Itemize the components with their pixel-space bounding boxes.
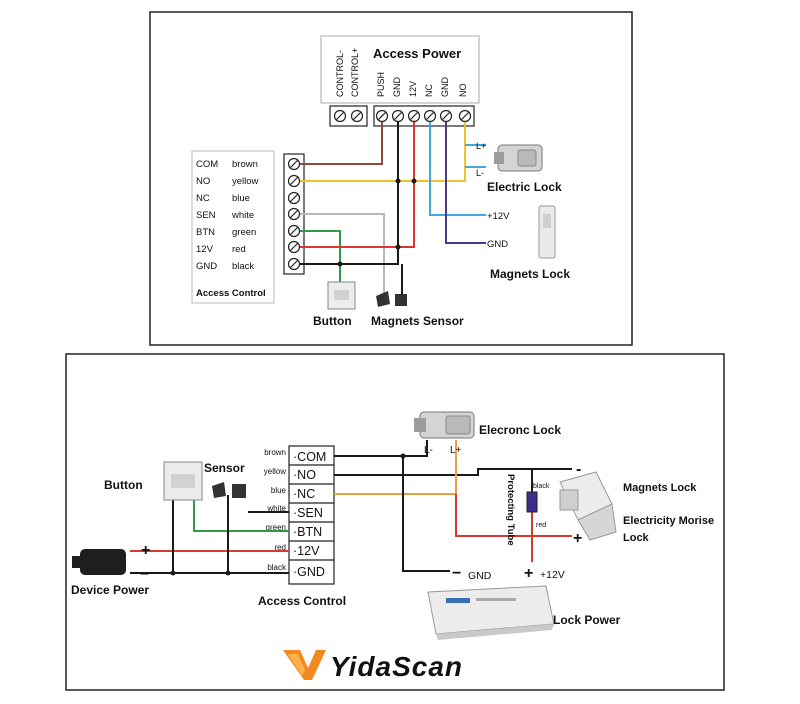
ac-row-color: black — [232, 261, 254, 272]
power-terminal-label: GND — [440, 77, 450, 98]
magnets-lock-label: Magnets Lock — [490, 267, 570, 281]
top-wires — [300, 122, 486, 294]
ac-row-color: green — [232, 227, 256, 238]
tube-red-label: red — [536, 522, 546, 529]
electric-lock-image — [494, 144, 543, 172]
ac-row-name: NO — [196, 176, 210, 187]
bottom-panel: ·COM ·NO ·NC ·SEN ·BTN ·12V ·GND brown y… — [65, 353, 725, 691]
lock-l-minus: L- — [424, 445, 433, 456]
power-terminal-label: GND — [392, 77, 402, 98]
plus-12v-label: +12V — [487, 211, 510, 222]
protecting-tube-label: Protecting Tube — [505, 474, 516, 546]
protecting-tube-image — [526, 491, 538, 513]
power-terminal-label: NC — [424, 84, 434, 97]
device-power-image — [72, 549, 126, 575]
magnets-sensor-image — [376, 291, 407, 307]
wire-color-label: black — [267, 563, 287, 572]
lock-l-plus: L+ — [450, 445, 462, 456]
morise-lock-label-2: Lock — [623, 532, 650, 544]
magnets-sensor-label: Magnets Sensor — [371, 314, 464, 328]
sensor-label: Sensor — [204, 461, 245, 475]
power-terminal-label: PUSH — [376, 72, 386, 97]
wire-color-label: blue — [271, 486, 287, 495]
wire-color-label: green — [266, 523, 286, 532]
wire-color-label: red — [274, 543, 286, 552]
morise-lock-label: Electricity Morise — [623, 515, 714, 527]
terminal-label: ·COM — [293, 450, 326, 464]
ac-row-color: red — [232, 244, 246, 255]
power-terminal-label: NO — [458, 84, 468, 98]
button-label: Button — [313, 314, 352, 328]
magnets-lock-image — [559, 471, 617, 541]
ac-terminal-block — [283, 153, 305, 275]
yidascan-logo: YidaScan — [283, 650, 463, 682]
terminal-label: ·12V — [293, 544, 320, 558]
electronic-lock-label: Elecronc Lock — [479, 423, 561, 437]
wire-color-label: white — [266, 504, 286, 513]
ac-row-name: BTN — [196, 227, 215, 238]
bottom-junctions — [170, 453, 406, 576]
tube-black-label: black — [533, 483, 550, 490]
exit-button-image — [163, 461, 203, 501]
access-control-label: Access Control — [196, 288, 266, 299]
power-terminal-label: CONTROL- — [335, 50, 345, 97]
wire-color-label: brown — [264, 448, 286, 457]
ac-row-name: 12V — [196, 244, 214, 255]
ac-row-name: COM — [196, 159, 218, 170]
ac-terminal-strip — [288, 445, 335, 585]
access-power-title: Access Power — [373, 46, 461, 61]
terminal-label: ·GND — [293, 565, 325, 579]
lock-power-image — [427, 585, 555, 640]
magnets-lock-label-bottom: Magnets Lock — [623, 482, 697, 494]
power-terminal-label: 12V — [408, 81, 418, 97]
v12-plus: + — [524, 565, 533, 582]
electronic-lock-image — [414, 411, 475, 439]
l-minus-label: L- — [476, 168, 484, 178]
brand-name: YidaScan — [330, 651, 463, 682]
bottom-wires — [130, 440, 572, 574]
terminal-label: ·SEN — [293, 506, 323, 520]
device-power-label: Device Power — [71, 583, 149, 597]
magnets-lock-image — [538, 205, 556, 259]
gnd-minus: − — [452, 565, 461, 582]
ac-row-color: brown — [232, 159, 258, 170]
terminal-label: ·BTN — [293, 525, 322, 539]
gnd-label: GND — [487, 239, 508, 250]
wire-color-label: yellow — [264, 467, 286, 476]
wire-junctions — [337, 178, 417, 267]
lock-power-label: Lock Power — [553, 613, 621, 627]
l-plus-label: L+ — [476, 141, 486, 151]
lock-plus: + — [573, 530, 582, 547]
top-panel: Access Power CONTROL- CONTROL+ PUSH GND … — [149, 11, 633, 346]
access-power-box — [320, 35, 480, 104]
electric-lock-label: Electric Lock — [487, 180, 562, 194]
exit-button-image — [327, 281, 356, 310]
power-terminal-label: CONTROL+ — [350, 48, 360, 97]
ac-row-color: white — [231, 210, 254, 221]
gnd-label-bottom: GND — [468, 570, 492, 582]
button-label-bottom: Button — [104, 478, 143, 492]
access-control-legend — [191, 150, 275, 304]
lock-minus: - — [576, 461, 581, 478]
terminal-label: ·NO — [293, 468, 316, 482]
terminal-label: ·NC — [293, 487, 315, 501]
ac-row-name: SEN — [196, 210, 216, 221]
ac-row-name: NC — [196, 193, 210, 204]
device-power-plus: + — [141, 542, 150, 559]
ac-row-color: blue — [232, 193, 250, 204]
sensor-image — [212, 482, 246, 498]
ac-row-name: GND — [196, 261, 217, 272]
ac-row-color: yellow — [232, 176, 259, 187]
access-control-label-bottom: Access Control — [258, 594, 346, 608]
power-terminal-block — [329, 105, 475, 127]
device-power-minus: − — [140, 566, 149, 583]
plus-12v-label-bottom: +12V — [540, 569, 565, 581]
